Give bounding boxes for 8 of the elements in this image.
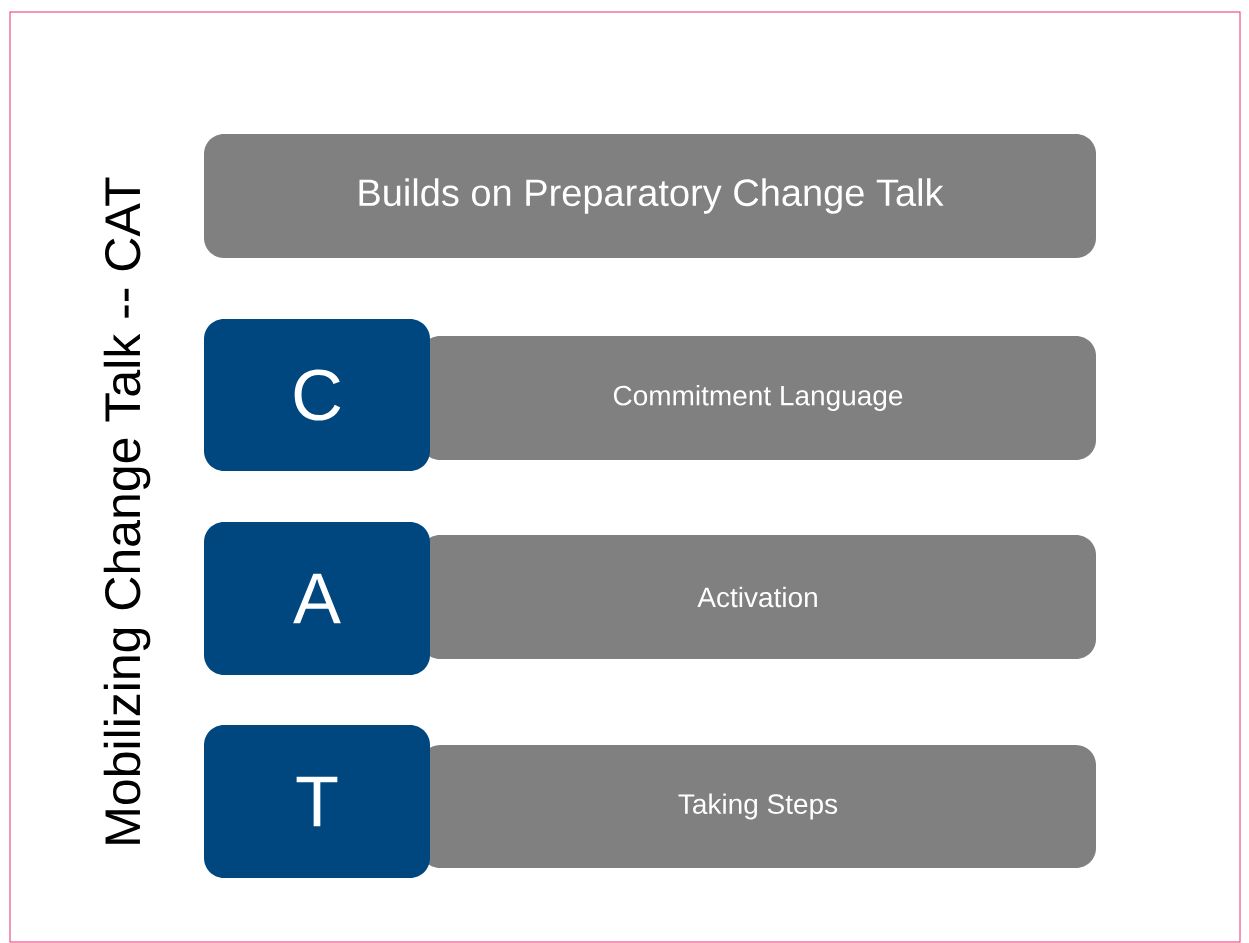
letter-box: A [204, 522, 430, 675]
letter-box: C [204, 319, 430, 471]
label-bar: Taking Steps [420, 745, 1096, 868]
label-bar: Activation [420, 535, 1096, 659]
letter-box: T [204, 725, 430, 878]
label-bar: Commitment Language [420, 336, 1096, 460]
banner-box: Builds on Preparatory Change Talk [204, 134, 1096, 258]
vertical-title: Mobilizing Change Talk -- CAT [103, 177, 151, 844]
